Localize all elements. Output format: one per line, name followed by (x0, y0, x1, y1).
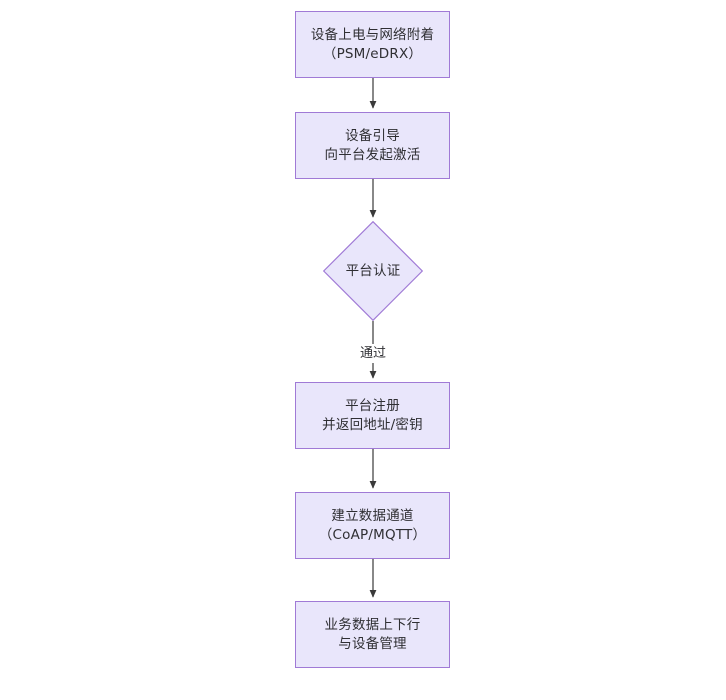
node-label: 平台注册 并返回地址/密钥 (322, 397, 423, 433)
node-platform-registration[interactable]: 平台注册 并返回地址/密钥 (295, 382, 450, 449)
node-device-power-on[interactable]: 设备上电与网络附着 （PSM/eDRX） (295, 11, 450, 78)
node-platform-authentication[interactable]: 平台认证 (323, 221, 423, 321)
edge-label-pass: 通过 (357, 344, 389, 363)
node-business-data-and-device-management[interactable]: 业务数据上下行 与设备管理 (295, 601, 450, 668)
node-establish-data-channel[interactable]: 建立数据通道 （CoAP/MQTT） (295, 492, 450, 559)
node-label: 设备引导 向平台发起激活 (324, 127, 421, 163)
node-label: 设备上电与网络附着 （PSM/eDRX） (310, 26, 435, 62)
diamond-icon (323, 221, 423, 321)
node-label: 业务数据上下行 与设备管理 (324, 616, 421, 652)
node-device-bootstrap[interactable]: 设备引导 向平台发起激活 (295, 112, 450, 179)
node-label: 建立数据通道 （CoAP/MQTT） (318, 507, 427, 543)
node-label: 平台认证 (345, 262, 401, 279)
